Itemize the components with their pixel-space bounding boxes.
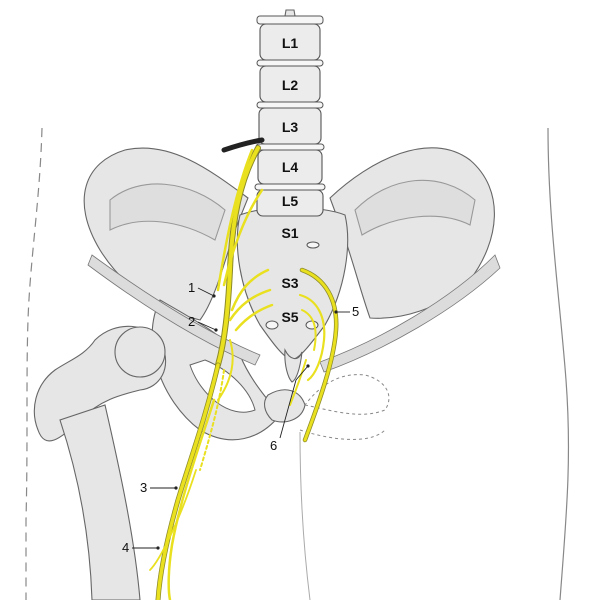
disc [256, 101, 324, 109]
callout-3: 3 [140, 480, 147, 495]
label-l5: L5 [282, 193, 299, 209]
sacral-foramen [265, 320, 279, 330]
nerve-branch [289, 359, 307, 406]
disc [255, 143, 325, 151]
leader-dot [212, 294, 216, 298]
left-iliac-inner [109, 183, 226, 241]
obturator-nerve-dashed [199, 369, 225, 471]
leader-6 [279, 365, 309, 439]
dark-nerve [221, 137, 265, 153]
label-l2: L2 [282, 77, 299, 93]
label-l3: L3 [282, 119, 299, 135]
sacral-foramen [305, 320, 319, 330]
callout-1: 1 [188, 280, 195, 295]
nerve-branch [217, 339, 234, 401]
label-s3: S3 [281, 275, 298, 291]
left-iliac-wing [83, 147, 249, 321]
right-sacral-nerves [289, 267, 339, 443]
leader-2 [197, 321, 217, 331]
leader-dot [174, 486, 178, 490]
leader-dot [214, 328, 218, 332]
disc [256, 15, 324, 25]
leader-dot [334, 310, 338, 314]
body-outline-right [547, 127, 570, 600]
callout-2: 2 [188, 314, 195, 329]
nerve-branch [149, 469, 197, 571]
nerve-branch [216, 148, 254, 292]
left-inguinal-ligament [87, 254, 261, 366]
sacrum [236, 207, 349, 361]
nerve-trunk [216, 146, 260, 367]
coccyx [284, 347, 303, 383]
label-l4: L4 [282, 159, 299, 175]
sacral-foramen [306, 241, 320, 249]
body-outline-left [25, 127, 43, 600]
sciatic-nerve [156, 363, 220, 600]
right-pubic-dashed [304, 374, 390, 415]
label-s5: S5 [281, 309, 298, 325]
lumbosacral-plexus [149, 145, 274, 600]
nerve-branch [298, 293, 326, 382]
disc [254, 183, 326, 191]
label-s1: S1 [281, 225, 298, 241]
right-inguinal-ligament [319, 254, 501, 373]
nerve-branch [230, 268, 270, 312]
nerve-branch [301, 309, 317, 351]
left-obturator-foramen [189, 359, 256, 413]
callout-5: 5 [352, 304, 359, 319]
left-femur-shaft [59, 404, 141, 600]
vertebra-l5 [256, 189, 324, 217]
pudendal-nerve [300, 268, 338, 442]
leader-1 [197, 287, 215, 297]
callout-6: 6 [270, 438, 277, 453]
label-l1: L1 [282, 35, 299, 51]
pubic-symphysis [263, 389, 306, 423]
leader-dot [156, 546, 160, 550]
nerve-branch [167, 398, 216, 600]
disc [256, 59, 324, 67]
leader-dot [306, 364, 310, 368]
left-femoral-head [114, 326, 166, 378]
callout-4: 4 [122, 540, 129, 555]
lumbar-spine [254, 15, 326, 217]
nerve-branch [228, 288, 272, 322]
right-iliac-inner [354, 179, 476, 236]
thigh-outline-right [299, 431, 311, 600]
right-ischium-dashed [299, 429, 386, 440]
nerve-branch [222, 188, 264, 287]
nerve-branch [234, 303, 274, 332]
